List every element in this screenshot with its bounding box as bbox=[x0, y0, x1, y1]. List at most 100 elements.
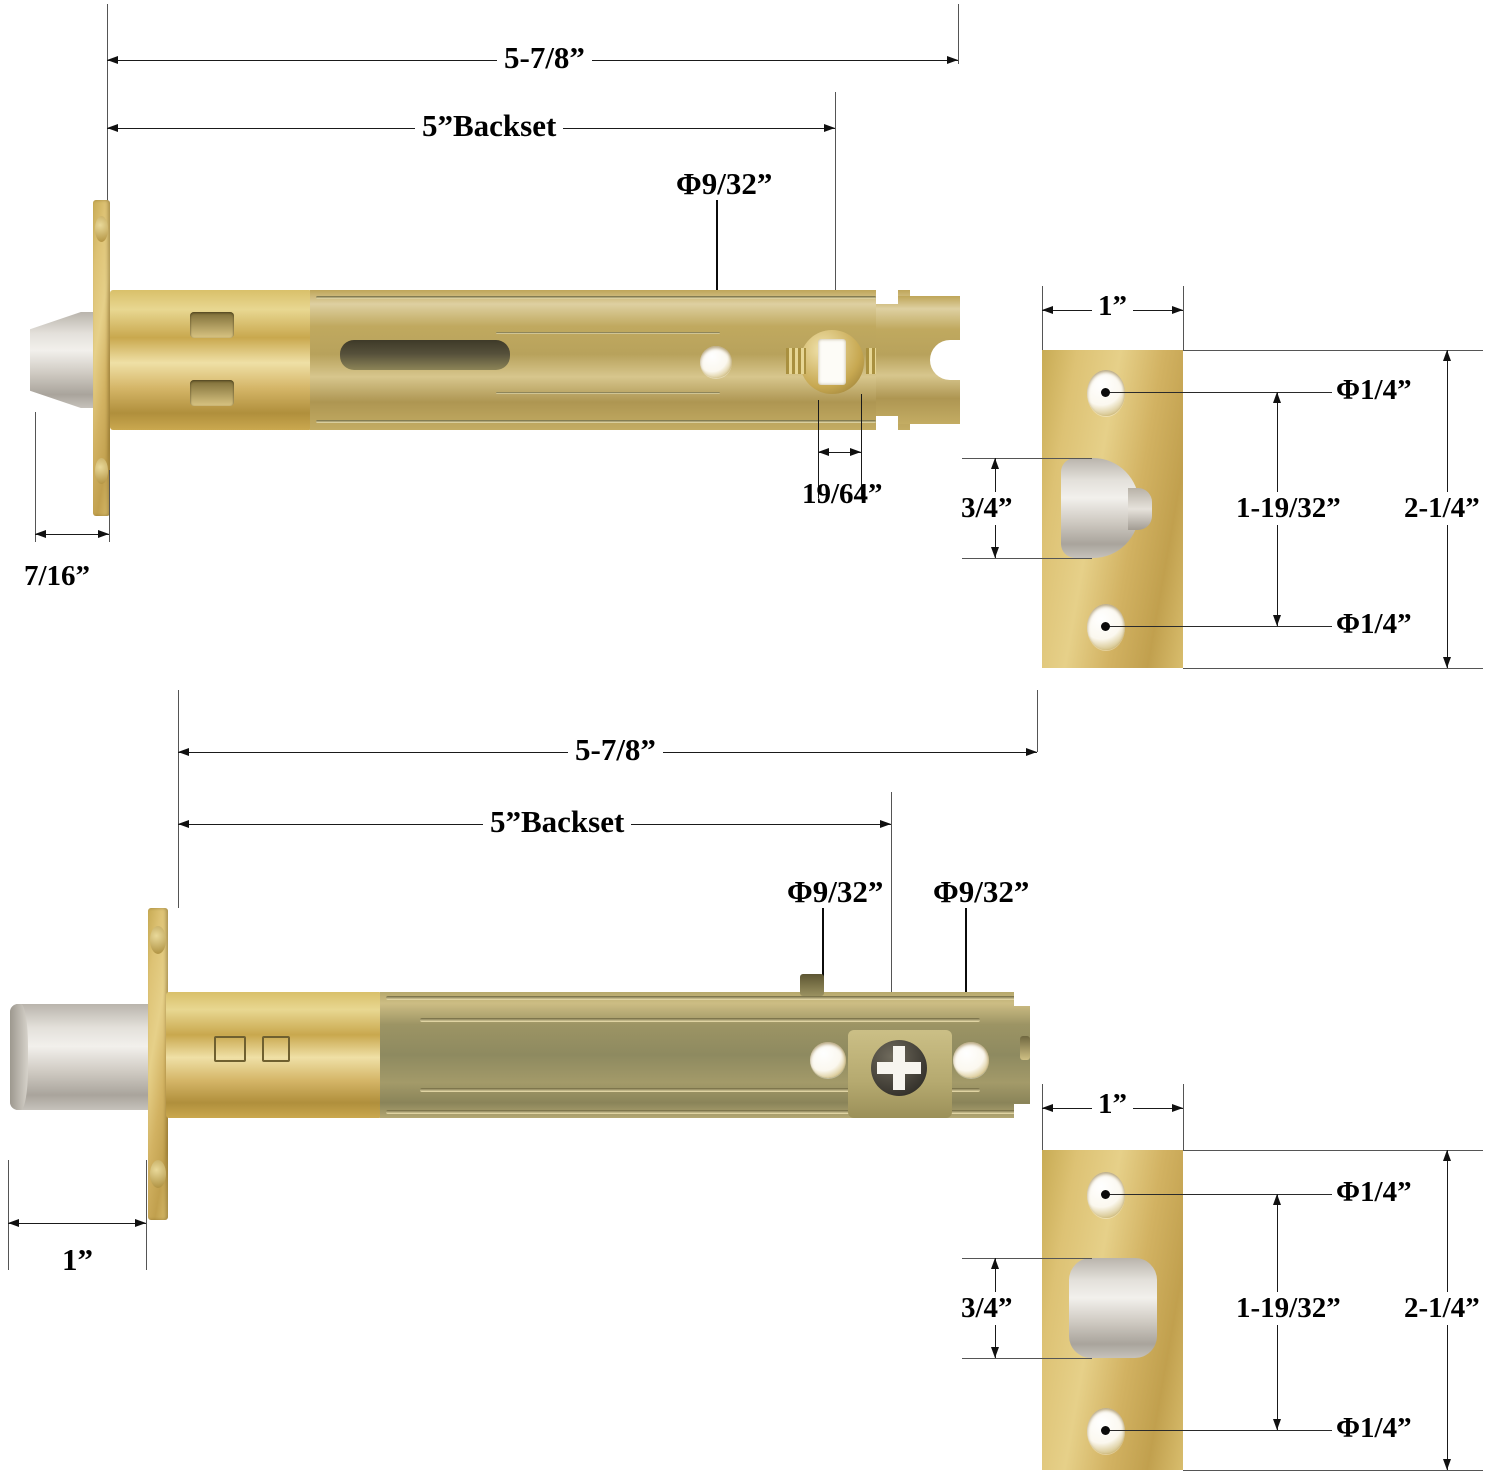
dim-overall-length-bottom: 5-7/8” bbox=[568, 734, 663, 765]
leader-dot-bottom-hole-top bbox=[1101, 622, 1110, 631]
tail-notch-bottom bbox=[876, 416, 898, 430]
deadbolt-tail-notch-top bbox=[1014, 992, 1030, 1006]
deadbolt-top-lug bbox=[800, 974, 824, 996]
arrow-left-backset-bottom bbox=[178, 820, 189, 828]
tail-notch-top bbox=[876, 290, 898, 304]
ext-bolt-top-top bbox=[962, 458, 1092, 459]
dim-bottom-hole-diameter-bottom: Φ1/4” bbox=[1332, 1414, 1416, 1443]
ext-plate-right-top bbox=[1183, 286, 1184, 350]
body-slot-long bbox=[340, 340, 510, 370]
extension-line-left-bottom bbox=[178, 690, 179, 908]
arrow-right-plate-width-bottom bbox=[1172, 1104, 1183, 1112]
arrow-left-overall-top bbox=[107, 56, 118, 64]
ext-plate-right-bottom bbox=[1183, 1084, 1184, 1150]
arrow-up-hole-spacing-top bbox=[1273, 392, 1281, 403]
dim-bolt-height-bottom: 3/4” bbox=[958, 1292, 1016, 1325]
arrow-right-plate-width-top bbox=[1172, 306, 1183, 314]
housing-stamp-left bbox=[214, 1036, 246, 1062]
leader-dot-top-hole-bottom bbox=[1101, 1190, 1110, 1199]
arrow-left-spindle bbox=[818, 448, 829, 456]
arrow-down-hole-spacing-top bbox=[1273, 615, 1281, 626]
faceplate-screw-bottom bbox=[95, 458, 108, 484]
dim-spindle-width: 19/64” bbox=[802, 478, 883, 510]
deadbolt-bolt-face bbox=[1069, 1258, 1157, 1358]
arrow-left-projection-bottom bbox=[8, 1219, 19, 1227]
arrow-right-projection-bottom bbox=[135, 1219, 146, 1227]
dim-hole-spacing-bottom: 1-19/32” bbox=[1232, 1292, 1345, 1325]
latch-housing-cylinder bbox=[110, 290, 312, 430]
deadbolt-faceplate-edge bbox=[148, 908, 168, 1220]
leader-hole-diameter-top bbox=[716, 200, 718, 362]
dim-top-hole-diameter-bottom: Φ1/4” bbox=[1332, 1178, 1416, 1207]
extension-line-right-overall-top bbox=[958, 4, 959, 64]
dim-bottom-hole-diameter-top: Φ1/4” bbox=[1332, 610, 1416, 639]
dim-hole-spacing-top: 1-19/32” bbox=[1232, 492, 1345, 525]
extension-thickness-right bbox=[109, 470, 110, 542]
arrow-down-plate-height-bottom bbox=[1443, 1459, 1451, 1470]
dim-bolt-height-top: 3/4” bbox=[958, 492, 1016, 525]
body-score-mid-top bbox=[496, 332, 720, 334]
arrow-up-bolt-height-bottom bbox=[991, 1258, 999, 1269]
dimline-projection-bottom bbox=[8, 1223, 146, 1224]
screw-slot-horizontal bbox=[877, 1062, 921, 1074]
ext-plate-top-bottom bbox=[1183, 1150, 1483, 1151]
arrow-right-backset-top bbox=[824, 124, 835, 132]
deadbolt-score-edge-top bbox=[386, 996, 1016, 1000]
dim-hole-diameter-top: Φ9/32” bbox=[676, 166, 773, 201]
dimline-spindle-width bbox=[818, 452, 861, 453]
leader-dot-bottom-hole-bottom bbox=[1101, 1426, 1110, 1435]
extension-spindle-right bbox=[861, 394, 862, 498]
extension-thickness-left bbox=[35, 412, 36, 542]
housing-stamp-right bbox=[262, 1036, 290, 1062]
dim-plate-height-top: 2-1/4” bbox=[1400, 492, 1484, 525]
ext-bolt-top-bottom bbox=[962, 1258, 1092, 1259]
dim-bolt-projection-bottom: 1” bbox=[62, 1242, 93, 1277]
dim-hole-diameter-right-bottom: Φ9/32” bbox=[933, 874, 1030, 909]
arrow-up-bolt-height-top bbox=[991, 458, 999, 469]
dim-faceplate-thickness: 7/16” bbox=[24, 560, 91, 592]
arrow-left-plate-width-top bbox=[1042, 306, 1053, 314]
ext-plate-left-bottom bbox=[1042, 1084, 1043, 1150]
deadbolt-tail-clip bbox=[1020, 1036, 1030, 1060]
housing-tab-top bbox=[190, 312, 234, 338]
dim-hole-diameter-left-bottom: Φ9/32” bbox=[787, 874, 884, 909]
latch-bolt-face bbox=[1061, 458, 1139, 558]
arrow-left-thickness bbox=[35, 530, 46, 538]
arrow-up-plate-height-bottom bbox=[1443, 1150, 1451, 1161]
arrow-right-overall-bottom bbox=[1026, 748, 1037, 756]
arrow-down-bolt-height-top bbox=[991, 547, 999, 558]
dim-plate-width-bottom: 1” bbox=[1092, 1090, 1133, 1119]
deadbolt-score-edge-bottom bbox=[386, 1110, 1016, 1114]
extension-line-backset-bottom bbox=[891, 792, 892, 1094]
faceplate-screw-top bbox=[95, 216, 108, 242]
ext-bolt-bottom-top bbox=[962, 558, 1092, 559]
arrow-left-backset-top bbox=[107, 124, 118, 132]
body-hole-9-32 bbox=[700, 346, 732, 378]
deadbolt-faceplate-screw-top bbox=[150, 926, 166, 954]
deadbolt-throw-cylinder bbox=[10, 1004, 162, 1110]
body-score-mid-bottom bbox=[496, 392, 720, 394]
deadbolt-score-long-top bbox=[420, 1018, 980, 1022]
arrow-up-hole-spacing-bottom bbox=[1273, 1194, 1281, 1205]
arrow-right-spindle bbox=[850, 448, 861, 456]
deadbolt-hole-left bbox=[810, 1042, 846, 1078]
arrow-left-plate-width-bottom bbox=[1042, 1104, 1053, 1112]
deadbolt-housing-cylinder bbox=[166, 992, 382, 1118]
arrow-right-backset-bottom bbox=[880, 820, 891, 828]
arrow-right-thickness bbox=[98, 530, 109, 538]
arrow-left-overall-bottom bbox=[178, 748, 189, 756]
ext-plate-bottom-top bbox=[1183, 668, 1483, 669]
leader-dot-top-hole-top bbox=[1101, 388, 1110, 397]
dim-top-hole-diameter-top: Φ1/4” bbox=[1332, 376, 1416, 405]
extension-line-right-overall-bottom bbox=[1037, 690, 1038, 752]
deadbolt-faceplate-screw-bottom bbox=[150, 1160, 166, 1188]
dim-plate-width-top: 1” bbox=[1092, 292, 1133, 321]
tail-cutout bbox=[930, 340, 964, 380]
latch-anti-friction-tab bbox=[1128, 488, 1152, 530]
ext-plate-top-top bbox=[1183, 350, 1483, 351]
ext-plate-bottom-bottom bbox=[1183, 1470, 1483, 1471]
deadbolt-tail-notch-bottom bbox=[1014, 1104, 1030, 1118]
leader-bottom-hole-top bbox=[1106, 626, 1397, 627]
housing-tab-bottom bbox=[190, 380, 234, 406]
